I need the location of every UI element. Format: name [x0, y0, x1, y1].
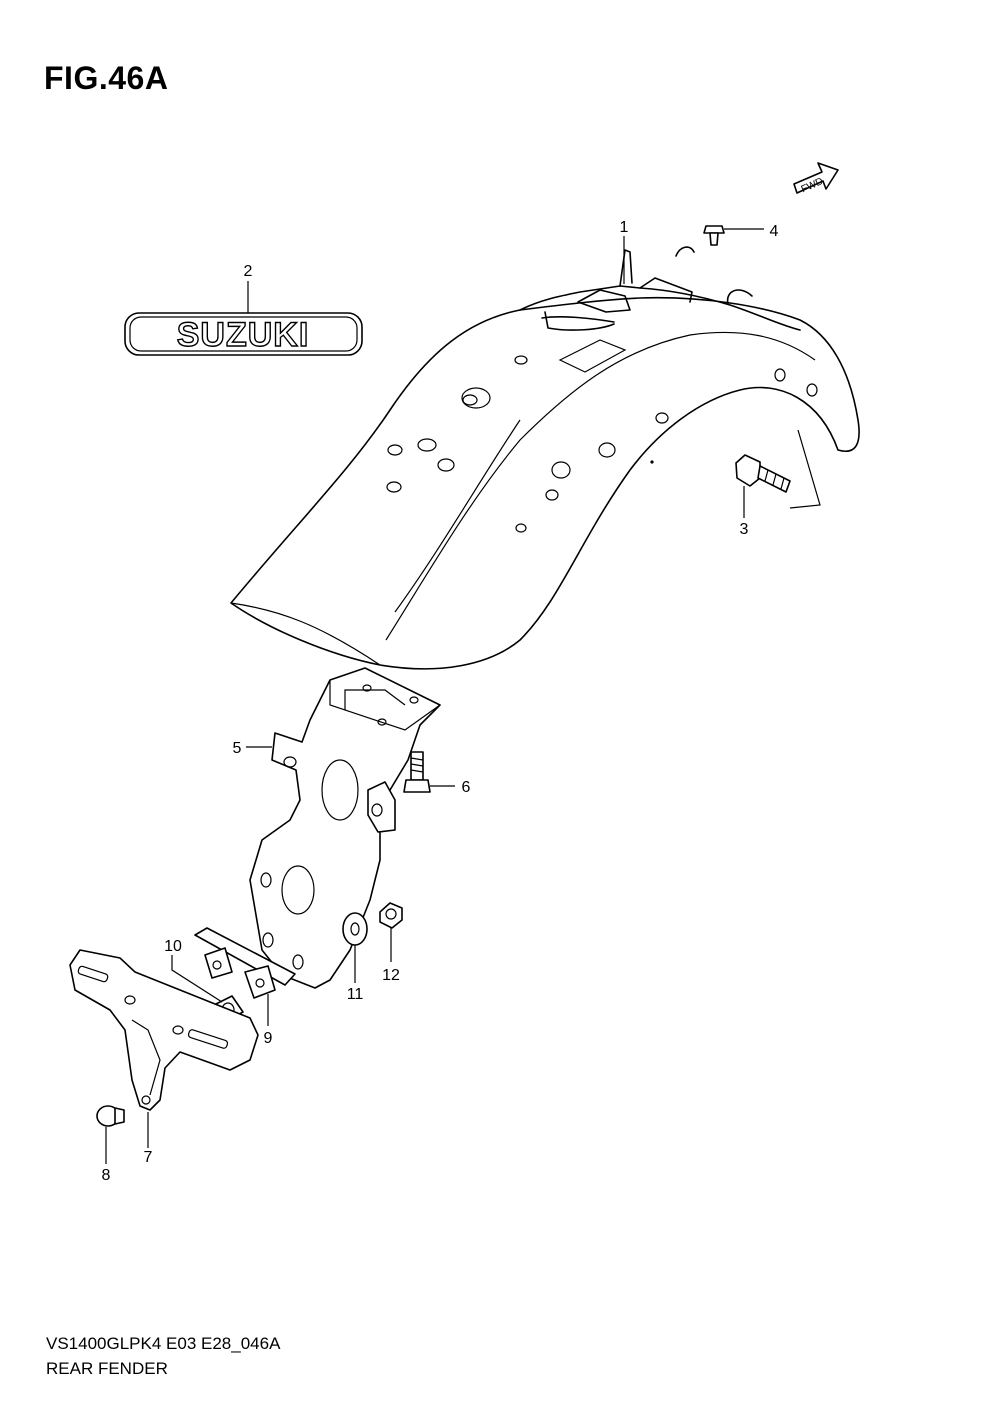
- callout-9: 9: [264, 1030, 273, 1047]
- callout-3: 3: [740, 521, 749, 538]
- section-name: REAR FENDER: [46, 1359, 168, 1378]
- callout-10: 10: [164, 938, 182, 955]
- leader-lines: [105, 228, 764, 1164]
- model-code: VS1400GLPK4 E03 E28_046A: [46, 1334, 281, 1353]
- forward-label: FWD: [800, 176, 825, 195]
- callout-7: 7: [144, 1149, 153, 1166]
- callout-5: 5: [233, 740, 242, 757]
- nut-12: [379, 902, 403, 929]
- license-holder-9: [194, 927, 296, 999]
- washer-11: [342, 912, 368, 946]
- callout-11: 11: [347, 986, 364, 1003]
- rear-fender: [230, 246, 860, 670]
- license-bracket-7: [69, 949, 259, 1111]
- clip-8: [96, 1105, 125, 1127]
- callout-4: 4: [770, 223, 779, 240]
- callout-12: 12: [382, 967, 400, 984]
- bolt-6: [403, 751, 431, 793]
- callout-2: 2: [244, 263, 253, 280]
- bolt-3: [735, 454, 791, 493]
- callout-8: 8: [102, 1167, 111, 1184]
- callout-6: 6: [462, 779, 471, 796]
- bracket-5: [249, 667, 441, 989]
- suzuki-emblem: SUZUKI: [124, 312, 363, 356]
- callout-1: 1: [620, 219, 629, 236]
- emblem-text: SUZUKI: [177, 316, 310, 354]
- forward-arrow-icon: FWD: [793, 162, 839, 195]
- figure-title: FIG.46A: [44, 60, 169, 96]
- screw-4: [703, 225, 725, 246]
